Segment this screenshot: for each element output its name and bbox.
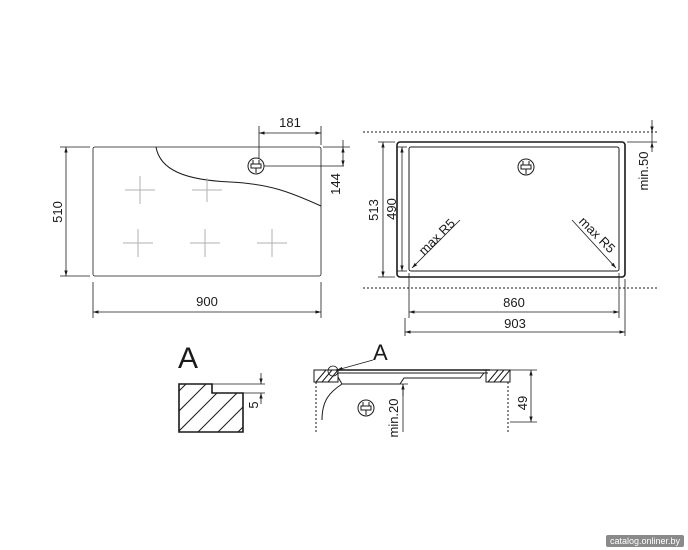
power-plug-icon — [357, 399, 375, 417]
zone-cross — [190, 229, 220, 257]
power-plug-icon — [247, 157, 344, 175]
detail-marker — [327, 365, 339, 377]
radius-left-label: max R5 — [416, 216, 458, 258]
radius-right-label: max R5 — [576, 214, 618, 256]
zone-cross — [125, 176, 155, 204]
thickness-label: 49 — [515, 396, 530, 410]
cooking-zone-markers — [123, 176, 287, 257]
power-plug-icon — [517, 158, 535, 176]
cutout-inner — [408, 146, 620, 272]
cutout-outer — [396, 141, 626, 278]
outer-width-label: 903 — [504, 316, 526, 331]
inner-depth-label: 490 — [384, 198, 399, 220]
hob-outline — [92, 146, 322, 277]
inner-width-label: 860 — [503, 295, 525, 310]
zone-cross — [123, 229, 153, 257]
socket-offset-label: 181 — [279, 115, 301, 130]
hob-width-label: 900 — [196, 294, 218, 309]
hob-top-view: 510 900 181 144 — [50, 115, 350, 318]
detail-a-letter: A — [178, 342, 198, 375]
section-view: A min.20 49 — [313, 340, 537, 438]
power-cable — [321, 383, 343, 421]
hob-depth-label: 510 — [50, 201, 65, 223]
rebate-depth-label: 5 — [246, 401, 261, 408]
worktop-right — [485, 369, 511, 432]
below-clearance-label: min.20 — [386, 398, 401, 437]
zone-cross — [257, 229, 287, 257]
detail-ref-letter: A — [373, 340, 388, 365]
outer-depth-label: 513 — [366, 199, 381, 221]
worktop-left — [313, 369, 339, 432]
worktop-hatch — [179, 384, 243, 432]
cutout-view: 513 490 min.50 max R5 max R5 860 903 — [363, 120, 657, 336]
socket-depth-label: 144 — [328, 173, 343, 195]
hob-body — [337, 372, 488, 385]
worktop-section — [178, 383, 244, 433]
clearance-label: min.50 — [636, 151, 651, 190]
watermark: catalog.onliner.by — [605, 535, 684, 547]
detail-a: A 5 — [178, 342, 265, 433]
zone-cross — [192, 178, 222, 202]
control-panel-curve — [155, 146, 322, 207]
